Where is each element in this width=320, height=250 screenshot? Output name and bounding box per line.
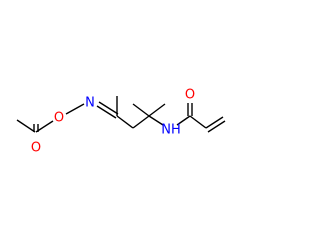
bond-cq-n	[148, 115, 164, 126]
atom-ester-oxygen: O	[54, 111, 64, 126]
atom-amide-carbonyl-oxygen: O	[185, 88, 195, 103]
bond-cq-methyl-1	[132, 103, 150, 117]
bond-cq-methyl-2	[148, 103, 166, 117]
bond-n-amide-c	[176, 115, 191, 126]
bond-oxime-cn-1	[96, 105, 117, 119]
bond-amide-c-vinyl	[189, 115, 207, 129]
bond-o-n	[65, 103, 85, 115]
molecule-structure: O O N NH O	[16, 88, 226, 156]
atom-acetyl-carbonyl-oxygen: O	[31, 141, 41, 156]
atom-amide-nitrogen: NH	[161, 123, 181, 138]
bond-vinyl-2	[207, 120, 226, 133]
bond-acyl-ester-o	[35, 120, 54, 133]
atom-oxime-nitrogen: N	[85, 96, 95, 111]
bond-ch2-cq	[132, 115, 150, 129]
bond-vinyl-1	[205, 116, 224, 129]
bond-oxime-cn-2	[98, 101, 119, 115]
bond-c-ch2	[116, 115, 134, 129]
bond-acetyl-methyl	[16, 119, 36, 133]
